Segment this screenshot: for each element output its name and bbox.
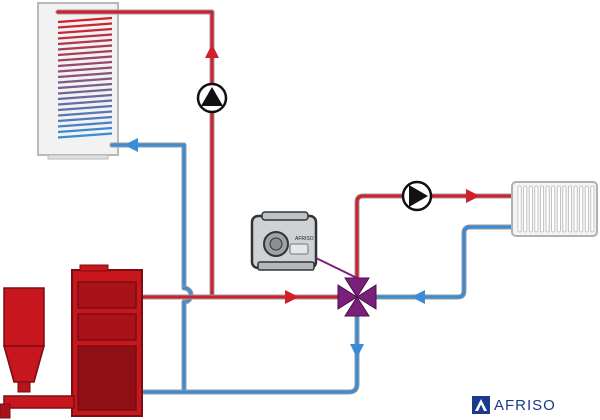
coil-turn: [57, 77, 113, 84]
coil-turn: [57, 55, 113, 62]
radiator-fin: [517, 185, 522, 233]
radiator-fin: [579, 185, 584, 233]
coil-turn: [57, 60, 113, 68]
coil-turn: [57, 16, 113, 24]
coil-turn: [57, 99, 113, 106]
arrow-left-blue-icon: [124, 138, 138, 152]
valve-actuator: AFRISO: [250, 211, 318, 271]
pipe-radiator-flow: [354, 193, 518, 287]
circulation-pump-radiator: [401, 180, 433, 212]
radiator-fins: [517, 185, 595, 233]
coil-turn: [57, 115, 113, 123]
radiator-fin: [523, 185, 528, 233]
pipework: [55, 9, 518, 395]
coil-turn: [57, 38, 113, 46]
radiator-fin: [551, 185, 556, 233]
coil-turn: [57, 104, 113, 112]
boiler: [71, 264, 143, 417]
coil-turn: [57, 110, 113, 117]
coil-turn: [57, 132, 113, 139]
coil-turn: [57, 49, 113, 57]
coil-turn: [57, 44, 113, 51]
pump-up-icon: [201, 87, 223, 106]
pipe-common-return: [137, 309, 360, 395]
coil-turn: [57, 33, 113, 40]
pipe-cylinder-return: [109, 142, 187, 291]
coil-turn: [57, 93, 113, 101]
pipe-radiator-return: [373, 224, 518, 300]
arrow-right-red-icon: [466, 189, 480, 203]
radiator-fin: [562, 185, 567, 233]
arrow-right-red-icon: [285, 290, 299, 304]
brand-name: AFRISO: [494, 396, 556, 414]
coil-turn: [57, 121, 113, 128]
coil-turn: [57, 22, 113, 29]
radiator: [511, 181, 598, 237]
coil-turn: [57, 82, 113, 90]
cylinder-heat-coil: [57, 16, 113, 139]
radiator-fin: [590, 185, 595, 233]
coil-turn: [57, 71, 113, 79]
arrow-up-red-icon: [205, 44, 219, 58]
radiator-fin: [540, 185, 545, 233]
fuel-hopper: [0, 287, 75, 419]
radiator-fin: [545, 185, 550, 233]
coil-turn: [57, 88, 113, 95]
pump-right-icon: [409, 185, 428, 207]
radiator-fin: [556, 185, 561, 233]
three-way-mixing-valve: [315, 257, 377, 317]
radiator-fin: [534, 185, 539, 233]
afriso-logo-icon: [472, 396, 490, 414]
hot-water-cylinder: [37, 2, 119, 160]
afriso-logo: AFRISO: [472, 395, 556, 415]
coil-turn: [57, 66, 113, 73]
coil-turn: [57, 126, 113, 134]
radiator-fin: [528, 185, 533, 233]
coil-turn: [57, 27, 113, 35]
actuator-label: AFRISO: [295, 236, 314, 242]
flow-arrows: [124, 44, 480, 358]
radiator-fin: [568, 185, 573, 233]
arrow-left-blue-icon: [411, 290, 425, 304]
radiator-fin: [584, 185, 589, 233]
radiator-fin: [573, 185, 578, 233]
arrow-down-blue-icon: [350, 344, 364, 358]
circulation-pump-cylinder: [196, 82, 228, 114]
